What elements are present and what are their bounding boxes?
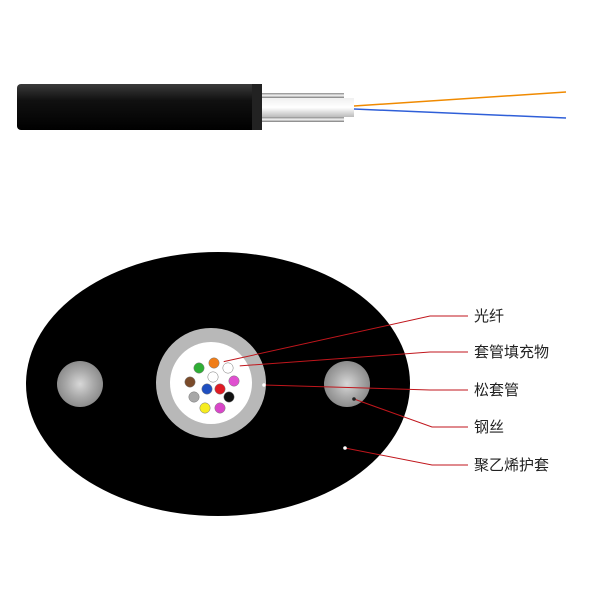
fiber-core (199, 402, 211, 414)
fiber-core (193, 362, 205, 374)
steel-wire-left (57, 361, 103, 407)
fiber-core (214, 402, 226, 414)
leader-lines (221, 315, 468, 466)
leader-steel-wire (353, 398, 468, 428)
fiber-core (228, 375, 240, 387)
jacket-end-cap (252, 84, 262, 130)
fiber-core (207, 371, 219, 383)
label-fiber: 光纤 (474, 307, 505, 325)
fiber-core (223, 391, 235, 403)
label-loose-tube: 松套管 (474, 381, 520, 399)
fiber-core (214, 383, 226, 395)
label-filler: 套管填充物 (474, 343, 550, 361)
cable-cross-section (26, 252, 410, 516)
dot-filler (236, 364, 240, 368)
label-steel-wire: 钢丝 (474, 418, 505, 436)
tube-filler (170, 342, 252, 424)
steel-wire-side-bottom (262, 117, 344, 122)
fiber-core (201, 383, 213, 395)
fiber-bundle (184, 357, 240, 414)
dot-loose-tube (262, 383, 266, 387)
fiber-core (222, 362, 234, 374)
fiber-core (188, 391, 200, 403)
dot-sheath (343, 446, 347, 450)
dot-steel-wire (352, 397, 356, 401)
leader-fiber (221, 315, 468, 363)
fiber-core (208, 357, 220, 369)
dot-fiber (220, 360, 224, 364)
fiber-side-orange (353, 91, 567, 107)
steel-wire-right (324, 361, 370, 407)
loose-tube-side (262, 98, 354, 117)
label-sheath: 聚乙烯护套 (474, 456, 550, 474)
fiber-core (184, 376, 196, 388)
leader-sheath (344, 447, 468, 466)
steel-wire-side-top (262, 93, 344, 98)
leader-dots (220, 360, 356, 450)
outer-jacket-side (17, 84, 261, 130)
cable-side-view (17, 84, 567, 130)
leader-filler (237, 351, 468, 367)
fiber-side-blue (353, 108, 567, 119)
leader-loose-tube (263, 384, 468, 391)
